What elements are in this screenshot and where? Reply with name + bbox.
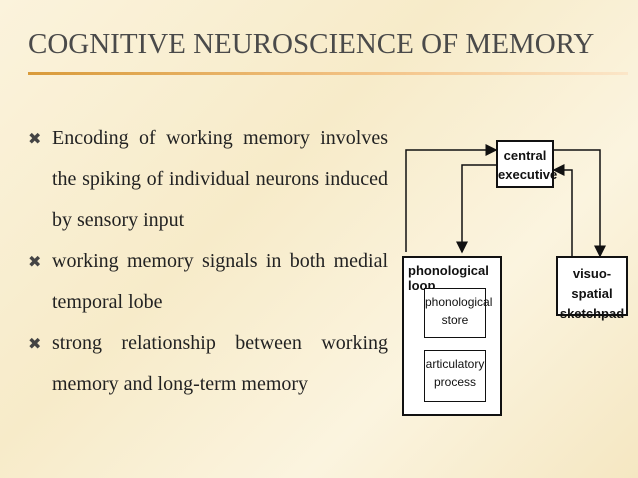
- x-mark-icon: ✖: [28, 252, 42, 271]
- central-executive-box: central executive: [496, 140, 558, 188]
- bullet-text: working memory signals in both medial te…: [52, 250, 388, 313]
- working-memory-diagram: central executive phonological loop phon…: [396, 130, 636, 430]
- visuo-line2: sketchpad: [559, 306, 625, 321]
- bullet-list: ✖ Encoding of working memory involves th…: [28, 118, 388, 405]
- visuo-spatial-box: visuo-spatial sketchpad: [556, 256, 628, 321]
- bullet-item: ✖ Encoding of working memory involves th…: [28, 118, 388, 241]
- central-executive-line2: executive: [498, 167, 558, 182]
- artic-line2: process: [433, 375, 477, 389]
- phonological-store-box: phonological store: [424, 288, 493, 338]
- central-executive-line1: central: [503, 148, 547, 163]
- store-line2: store: [441, 313, 469, 327]
- bullet-item: ✖ strong relationship between working me…: [28, 323, 388, 405]
- store-line1: phonological: [425, 295, 493, 309]
- title-divider: [28, 72, 628, 75]
- artic-line1: articulatory: [425, 357, 485, 371]
- visuo-line1: visuo-spatial: [571, 266, 613, 301]
- x-mark-icon: ✖: [28, 129, 42, 148]
- slide-title: COGNITIVE NEUROSCIENCE OF MEMORY: [28, 28, 595, 60]
- articulatory-process-box: articulatory process: [424, 350, 486, 402]
- bullet-item: ✖ working memory signals in both medial …: [28, 241, 388, 323]
- bullet-text: Encoding of working memory involves the …: [52, 127, 388, 231]
- bullet-text: strong relationship between working memo…: [52, 332, 388, 395]
- x-mark-icon: ✖: [28, 334, 42, 353]
